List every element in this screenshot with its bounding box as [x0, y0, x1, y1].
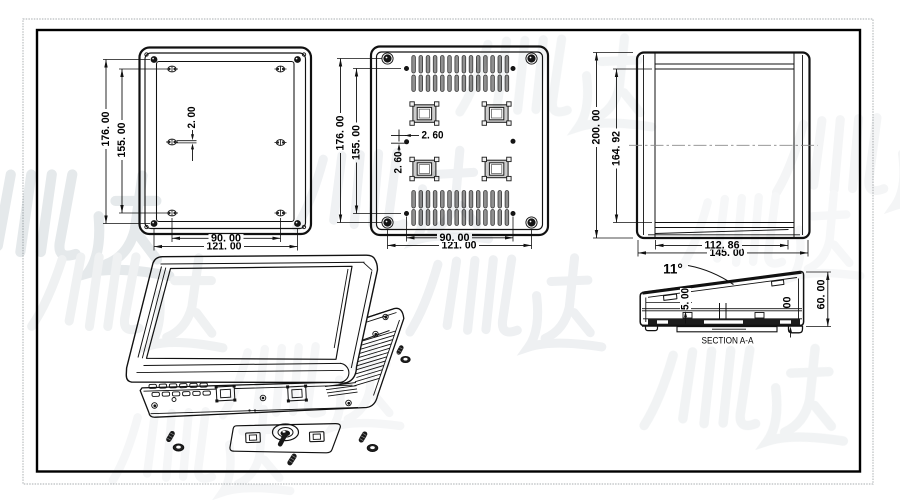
svg-text:90. 00: 90. 00: [211, 232, 241, 244]
svg-text:5. 00: 5. 00: [680, 288, 692, 310]
svg-text:176. 00: 176. 00: [100, 112, 112, 147]
svg-text:2. 60: 2. 60: [422, 129, 444, 141]
svg-text:2. 00: 2. 00: [186, 107, 198, 129]
svg-text:164. 92: 164. 92: [611, 131, 623, 166]
svg-text:60. 00: 60. 00: [816, 280, 828, 310]
svg-text:00: 00: [782, 297, 794, 309]
svg-text:155. 00: 155. 00: [116, 123, 128, 158]
svg-text:11°: 11°: [663, 262, 683, 277]
svg-text:SECTION A-A: SECTION A-A: [702, 336, 754, 346]
svg-text:121. 00: 121. 00: [442, 239, 477, 251]
svg-text:121. 00: 121. 00: [207, 241, 242, 253]
svg-text:176. 00: 176. 00: [335, 116, 347, 151]
